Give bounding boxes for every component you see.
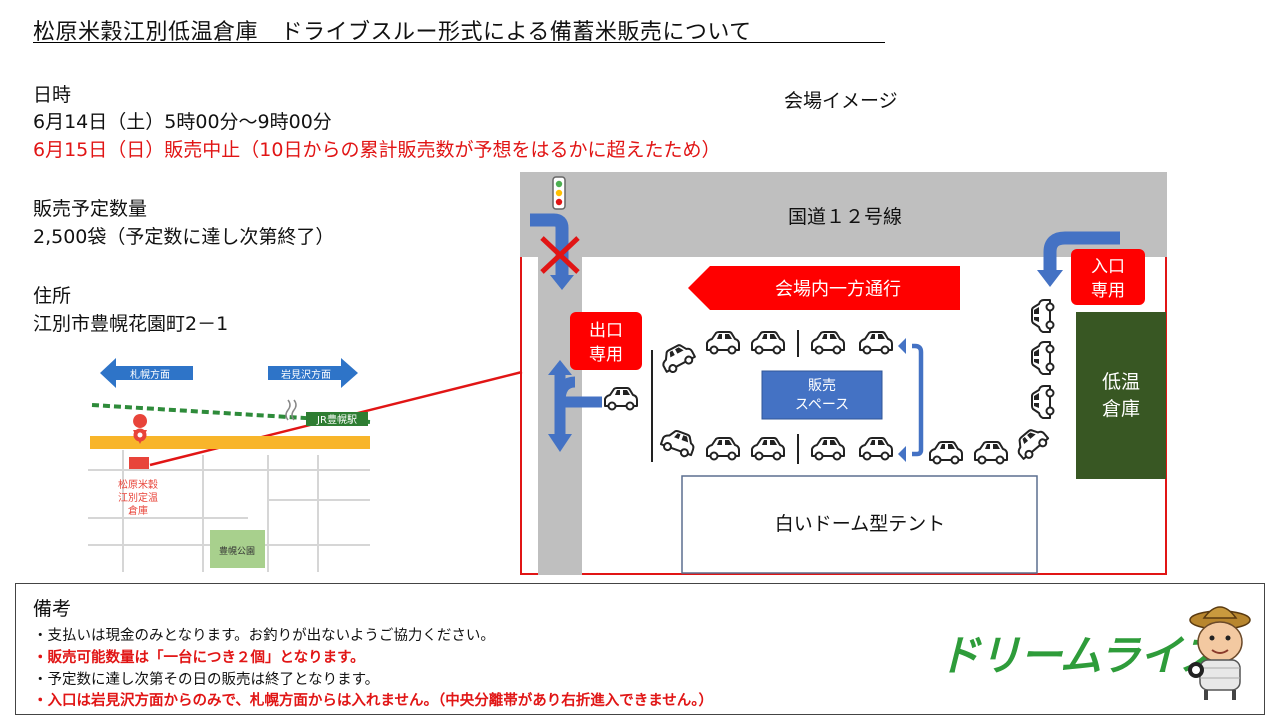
car-icon xyxy=(1031,299,1055,333)
no-entry-x-icon xyxy=(540,236,580,274)
one-way-arrow xyxy=(688,266,960,310)
car-icon xyxy=(859,437,893,461)
remark-item: ・予定数に達し次第その日の販売は終了となります。 xyxy=(33,672,380,688)
queue-loop-arrow xyxy=(912,343,924,457)
remarks-box xyxy=(15,583,1265,715)
warehouse-marker xyxy=(129,457,149,469)
sapporo-direction-arrow xyxy=(100,358,193,388)
car-icon xyxy=(929,441,963,465)
no-turn-arrow xyxy=(530,213,569,277)
quantity-heading: 販売予定数量 xyxy=(33,198,148,220)
iwamizawa-label: 岩見沢方面 xyxy=(281,368,331,381)
exit-only-badge xyxy=(570,312,642,370)
park-area xyxy=(210,530,265,568)
mascot-illustration xyxy=(1188,606,1251,700)
sales-space-line2: スペース xyxy=(795,397,849,413)
datetime-line2: 6月15日（日）販売中止（10日からの累計販売数が予想をはるかに超えたため） xyxy=(33,139,721,161)
car-icon xyxy=(859,331,893,355)
dome-tent xyxy=(681,475,1038,574)
car-icon xyxy=(604,387,638,411)
car-icon xyxy=(811,437,845,461)
datetime-heading: 日時 xyxy=(33,84,72,106)
dome-tent-label: 白いドーム型テント xyxy=(775,513,945,535)
dream-rice-logo: ドリームライス xyxy=(938,631,1221,680)
exit-only-line2: 専用 xyxy=(589,345,623,365)
car-icon xyxy=(706,331,740,355)
park-label: 豊幌公園 xyxy=(219,545,255,557)
cold-storage-line2: 倉庫 xyxy=(1102,398,1140,420)
entrance-only-badge xyxy=(1071,249,1145,305)
car-icon xyxy=(657,339,698,376)
car-icon xyxy=(751,437,785,461)
warehouse-label-1: 松原米穀 xyxy=(118,478,158,491)
car-icon xyxy=(974,441,1008,465)
page-title: 松原米穀江別低温倉庫 ドライブスルー形式による備蓄米販売について xyxy=(33,20,752,45)
datetime-line1: 6月14日（土）5時00分～9時00分 xyxy=(33,111,332,133)
address-heading: 住所 xyxy=(33,285,72,307)
car-icon xyxy=(706,437,740,461)
national-road-label: 国道１２号線 xyxy=(788,206,902,228)
remark-item: ・販売可能数量は「一台につき２個」となります。 xyxy=(33,650,365,666)
sales-space xyxy=(761,370,883,420)
cold-storage-building xyxy=(1076,312,1166,479)
highway-band xyxy=(90,436,370,449)
address-value: 江別市豊幌花園町2－1 xyxy=(33,313,229,335)
warehouse-label-2: 江別定温 xyxy=(118,491,158,504)
cold-storage-line1: 低温 xyxy=(1102,371,1140,393)
quantity-value: 2,500袋（予定数に達し次第終了） xyxy=(33,226,335,248)
station-sign xyxy=(306,412,368,426)
station-label: JR豊幌駅 xyxy=(316,413,357,426)
sales-space-line1: 販売 xyxy=(808,378,836,394)
entrance-only-line1: 入口 xyxy=(1091,257,1125,277)
remark-item: ・支払いは現金のみとなります。お釣りが出ないようご協力ください。 xyxy=(33,628,495,644)
car-icon xyxy=(1011,423,1052,463)
iwamizawa-direction-arrow xyxy=(268,358,358,388)
remarks-title: 備考 xyxy=(33,598,72,620)
venue-diagram: 国道１２号線 出口 専用 会場内一方通行 入口 専用 低温 倉庫 販売 スペース xyxy=(520,172,1167,575)
entrance-arrow xyxy=(1043,231,1120,272)
sapporo-label: 札幌方面 xyxy=(130,368,170,381)
warehouse-label-3: 倉庫 xyxy=(128,504,148,517)
station-mark xyxy=(285,399,297,421)
one-way-label: 会場内一方通行 xyxy=(775,279,901,300)
car-icon xyxy=(658,426,699,460)
exit-only-line1: 出口 xyxy=(589,321,623,341)
car-icon xyxy=(1031,341,1055,375)
venue-caption: 会場イメージ xyxy=(784,90,898,112)
title-underline xyxy=(33,42,885,43)
car-icon xyxy=(811,331,845,355)
location-map: 札幌方面 岩見沢方面 JR豊幌駅 松原米穀 江別定温 倉庫 豊幌公園 xyxy=(88,358,371,572)
remark-item: ・入口は岩見沢方面からのみで、札幌方面からは入れません。（中央分離帯があり右折進… xyxy=(33,693,714,709)
car-icon xyxy=(1031,385,1055,419)
entrance-only-line2: 専用 xyxy=(1091,281,1125,301)
car-icon xyxy=(751,331,785,355)
